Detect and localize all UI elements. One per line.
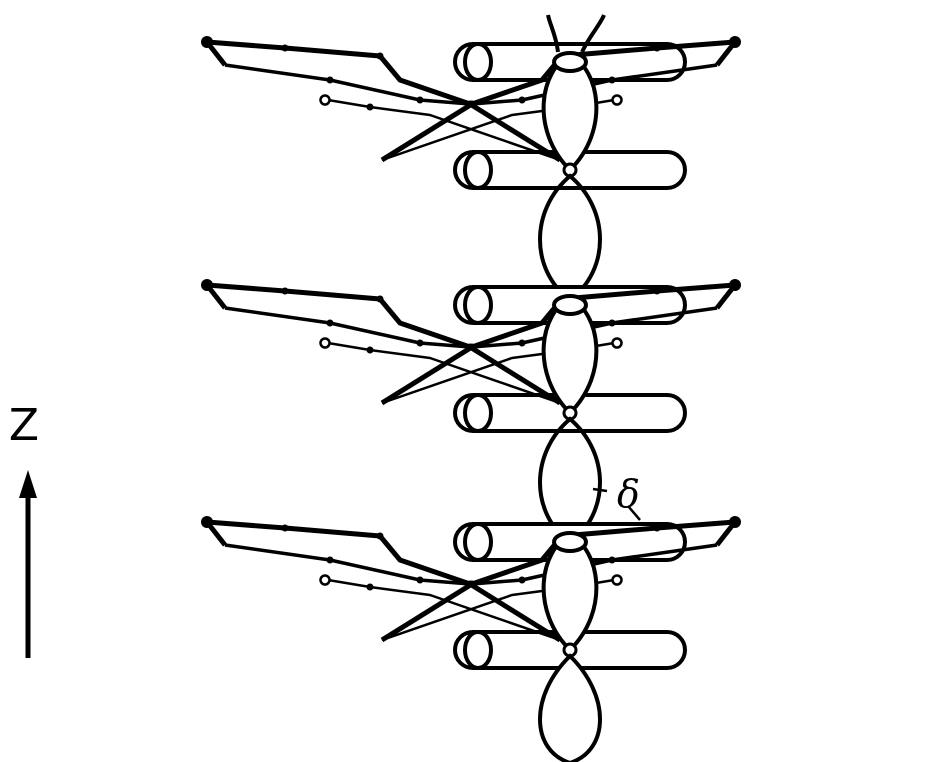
orbital-ring (554, 296, 586, 314)
ligand-atom (519, 577, 526, 584)
ligand-atom (282, 288, 289, 295)
ligand-atom (519, 340, 526, 347)
left-ligand-arm (225, 545, 470, 584)
z-axis-arrowhead (19, 470, 37, 498)
ligand-atom (654, 45, 661, 52)
terminal-atom (729, 279, 741, 291)
terminal-atom (321, 96, 330, 105)
stacked-layers (201, 36, 741, 762)
cylinder-end-cap (465, 287, 491, 323)
ligand-atom (367, 347, 374, 354)
cylinder-end-cap (465, 44, 491, 80)
terminal-atom (729, 516, 741, 528)
cylinder-end-cap (465, 632, 491, 668)
ligand-atom (377, 296, 384, 303)
z-axis-label: Z (6, 402, 42, 450)
terminal-atom (613, 96, 622, 105)
delta-tick-mark (593, 489, 607, 491)
terminal-atom (729, 36, 741, 48)
z-axis (19, 470, 37, 658)
terminal-atom (613, 339, 622, 348)
ligand-atom (327, 77, 334, 84)
left-ligand-arm (225, 308, 470, 347)
terminal-atom (201, 36, 213, 48)
cylinder-end-cap (465, 152, 491, 188)
metal-layer-unit (201, 36, 741, 300)
ligand-atom (377, 53, 384, 60)
cylinder-end-cap (465, 395, 491, 431)
ligand-atom (469, 101, 476, 108)
left-ligand-arm (225, 65, 470, 104)
ligand-atom (469, 344, 476, 351)
ligand-atom (417, 577, 424, 584)
orbital-ring (554, 53, 586, 71)
terminal-atom (321, 339, 330, 348)
metal-layer-unit (201, 516, 741, 762)
ligand-atom (609, 77, 616, 84)
terminal-atom (321, 576, 330, 585)
ligand-atom (367, 104, 374, 111)
ligand-atom (609, 557, 616, 564)
terminal-atom (613, 576, 622, 585)
orbital-ring (554, 533, 586, 551)
ligand-atom (519, 97, 526, 104)
ligand-atom (654, 288, 661, 295)
ligand-atom (417, 97, 424, 104)
cylinder-end-cap (465, 524, 491, 560)
ligand-atom (282, 45, 289, 52)
ligand-atom (609, 320, 616, 327)
ligand-atom (469, 581, 476, 588)
ligand-atom (377, 533, 384, 540)
ligand-atom (417, 340, 424, 347)
terminal-atom (201, 516, 213, 528)
delta-bond-label: δ (617, 474, 640, 514)
terminal-atom (201, 279, 213, 291)
metal-layer-unit (201, 279, 741, 543)
orbital-lobe (540, 656, 600, 762)
ligand-atom (367, 584, 374, 591)
orbital-lobe (540, 176, 600, 300)
ligand-atom (282, 525, 289, 532)
ligand-atom (327, 557, 334, 564)
ligand-atom (654, 525, 661, 532)
ligand-atom (327, 320, 334, 327)
